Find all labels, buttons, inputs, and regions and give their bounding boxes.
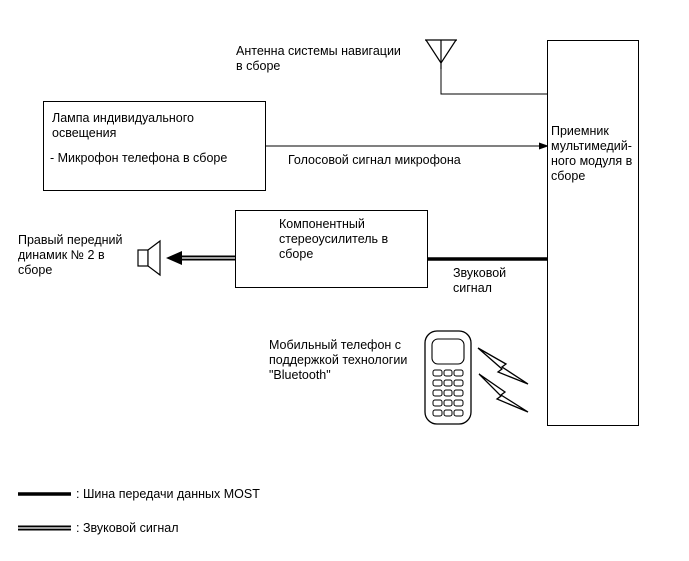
antenna-icon xyxy=(425,39,457,69)
mobile-phone-icon xyxy=(424,330,472,425)
stereo-amplifier-box: Компонентный стереоусилитель в сборе xyxy=(235,210,428,288)
legend-audio-label: : Звуковой сигнал xyxy=(76,521,179,535)
amplifier-label: Компонентный стереоусилитель в сборе xyxy=(279,217,389,261)
microphone-label: - Микрофон телефона в сборе xyxy=(50,151,228,165)
wireless-signal-icon xyxy=(477,347,529,413)
antenna-label: Антенна системы навигации в сборе xyxy=(236,44,401,73)
lamp-microphone-box: Лампа индивидуального освещения - Микроф… xyxy=(43,101,266,191)
multimedia-receiver-box: Приемник мультимедий- ного модуля в сбор… xyxy=(547,40,639,426)
lamp-label: Лампа индивидуального освещения xyxy=(52,111,194,140)
mic-signal-label: Голосовой сигнал микрофона xyxy=(288,153,461,167)
receiver-label: Приемник мультимедий- ного модуля в сбор… xyxy=(551,124,633,183)
antenna-wire xyxy=(440,68,549,95)
legend-most-label: : Шина передачи данных MOST xyxy=(76,487,260,501)
audio-arrowhead xyxy=(166,251,182,265)
speaker-label: Правый передний динамик № 2 в сборе xyxy=(18,233,123,277)
phone-label: Мобильный телефон с поддержкой технологи… xyxy=(269,338,408,382)
mic-signal-arrowhead xyxy=(539,142,549,150)
speaker-icon xyxy=(137,239,161,277)
audio-signal-label: Звуковой сигнал xyxy=(453,266,507,295)
